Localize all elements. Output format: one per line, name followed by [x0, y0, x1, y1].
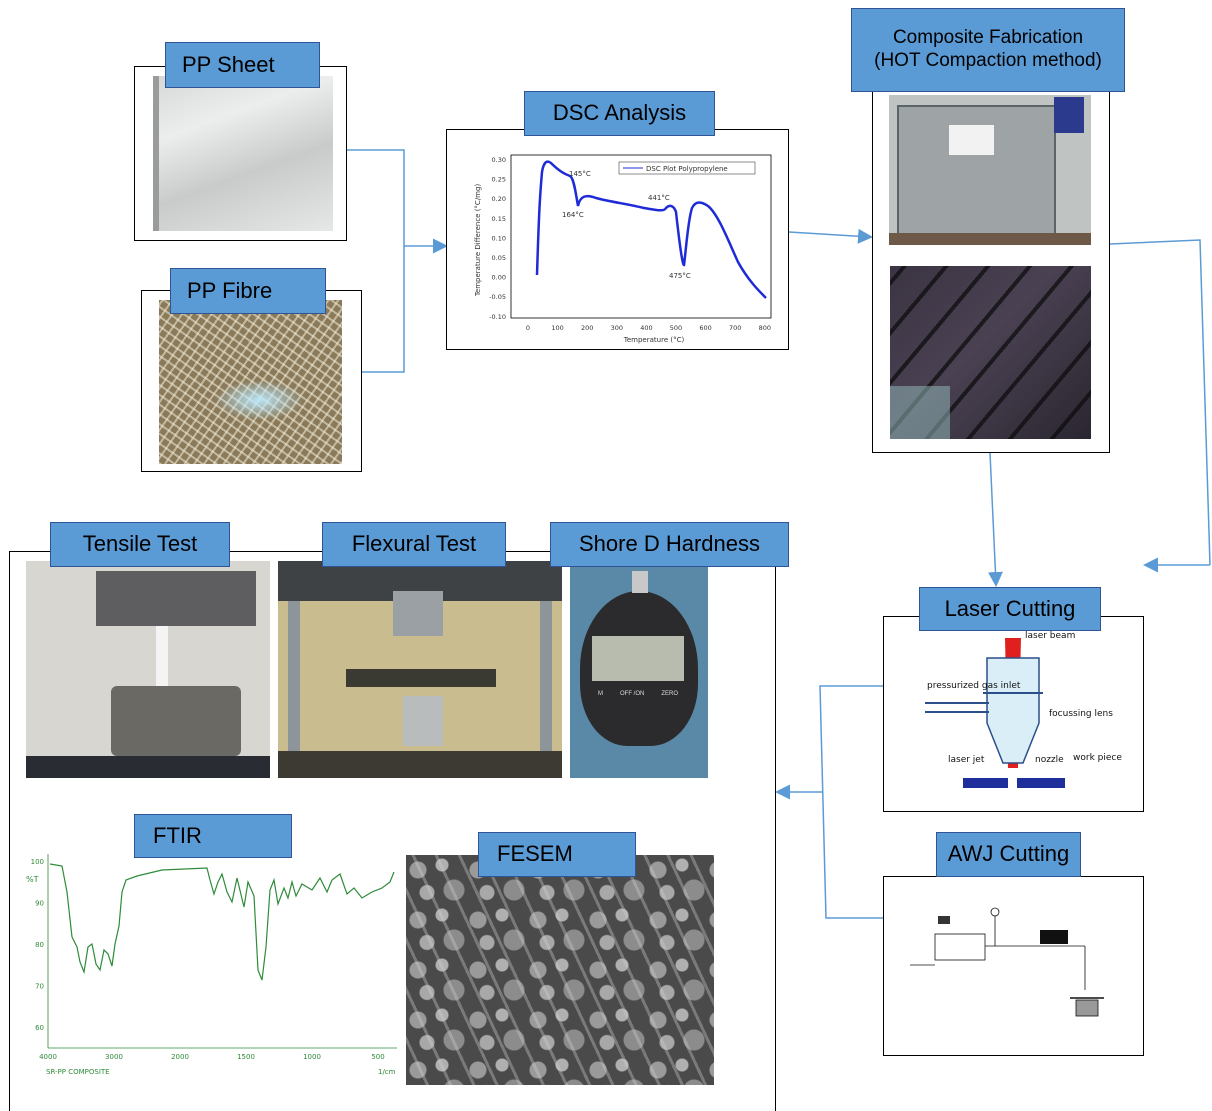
laser-label-beam: laser beam [1025, 631, 1075, 641]
dsc-x-tick: 400 [640, 324, 652, 332]
fabrication-to-laser-arrow [987, 452, 1003, 587]
fabrication-label: Composite Fabrication (HOT Compaction me… [851, 8, 1125, 92]
laser-label-workpiece: work piece [1073, 753, 1122, 763]
dsc-legend-label: DSC Plot Polypropylene [646, 165, 728, 173]
dsc-y-tick: 0.05 [492, 254, 506, 262]
ftir-x-tick: 1500 [237, 1053, 255, 1061]
shore-d-hardness-photo: M OFF /ON ZERO [570, 561, 708, 778]
hardness-button-zero: ZERO [661, 691, 678, 697]
ftir-y-tick: 100 [31, 858, 44, 866]
dsc-x-tick: 800 [759, 324, 771, 332]
fesem-label: FESEM [478, 832, 636, 877]
awj-schematic [910, 907, 1104, 1017]
laser-label-nozzle: nozzle [1035, 755, 1064, 765]
hot-press-oven-photo [889, 95, 1091, 245]
dsc-annotation-164: 164°C [562, 211, 584, 219]
ftir-x-tick: 3000 [105, 1053, 123, 1061]
dsc-y-tick: 0.20 [492, 195, 506, 203]
dsc-y-axis-label: Temperature Difference (°C/mg) [474, 184, 482, 298]
laser-cutting-label: Laser Cutting [919, 587, 1101, 631]
ftir-x-tick: 1000 [303, 1053, 321, 1061]
laser-label-lens: focussing lens [1049, 709, 1113, 719]
dsc-annotation-145: 145°C [569, 170, 591, 178]
dsc-label: DSC Analysis [524, 91, 715, 136]
tensile-test-label: Tensile Test [50, 522, 230, 567]
dsc-x-tick: 600 [699, 324, 711, 332]
dsc-x-tick: 500 [670, 324, 682, 332]
shore-d-hardness-label: Shore D Hardness [550, 522, 789, 567]
dsc-y-tick: 0.15 [492, 215, 506, 223]
fabrication-label-line2: (HOT Compaction method) [874, 50, 1102, 71]
pp-fibre-photo [159, 300, 342, 464]
dsc-annotation-475: 475°C [669, 272, 691, 280]
hardness-button-onoff: OFF /ON [619, 691, 645, 697]
ftir-chart: %T 100 90 80 70 60 4000 3000 2000 1500 1000 500 1… [26, 854, 397, 1076]
dsc-x-axis-label: Temperature (°C) [623, 336, 685, 344]
dsc-x-tick: 100 [551, 324, 563, 332]
ftir-spectrum [49, 863, 395, 981]
dsc-to-fabrication-arrow [788, 228, 873, 244]
dsc-x-tick: 300 [611, 324, 623, 332]
fesem-micrograph [406, 855, 714, 1085]
pp-sheet-label: PP Sheet [165, 42, 320, 88]
ftir-x-unit: 1/cm [378, 1068, 396, 1076]
flexural-test-photo [278, 561, 562, 778]
ftir-x-tick: 500 [371, 1053, 384, 1061]
ftir-y-tick: 70 [35, 983, 44, 991]
ftir-label: FTIR [134, 814, 292, 858]
dsc-y-tick: 0.00 [492, 274, 506, 282]
fabrication-to-awj-line [1109, 239, 1211, 566]
laser-cutting-diagram: laser beam pressurized gas inlet focussi… [925, 631, 1122, 788]
dsc-annotation-441: 441°C [648, 194, 670, 202]
ftir-y-tick: 60 [35, 1024, 44, 1032]
laser-label-jet: laser jet [948, 755, 985, 765]
ftir-y-tick: 80 [35, 941, 44, 949]
fabrication-label-line1: Composite Fabrication [892, 27, 1084, 49]
awj-frame [883, 876, 1144, 1056]
pp-sheet-photo [153, 76, 333, 231]
dsc-y-tick: -0.05 [489, 293, 506, 301]
dsc-y-tick: 0.30 [492, 156, 506, 164]
laser-label-gas-inlet: pressurized gas inlet [927, 681, 1021, 691]
dsc-y-tick: 0.10 [492, 234, 506, 242]
dsc-y-tick: 0.25 [492, 176, 506, 184]
hardness-button-m: M [598, 691, 603, 697]
laser-to-tests-line [819, 685, 893, 919]
awj-cutting-label: AWJ Cutting [936, 832, 1081, 877]
dsc-x-tick: 0 [526, 324, 530, 332]
ftir-x-tick: 4000 [39, 1053, 57, 1061]
ftir-x-tick: 2000 [171, 1053, 189, 1061]
ftir-y-tick: 90 [35, 900, 44, 908]
dsc-y-tick: -0.10 [489, 313, 506, 321]
ftir-y-axis-label: %T [26, 875, 39, 884]
tensile-test-photo [26, 561, 270, 778]
flexural-test-label: Flexural Test [322, 522, 506, 567]
compacted-sheet-photo [890, 266, 1091, 439]
dsc-curve [535, 160, 767, 299]
sheet-to-merge-line [347, 149, 405, 373]
pp-fibre-label: PP Fibre [170, 268, 326, 314]
ftir-sample-name: SR-PP COMPOSITE [46, 1068, 110, 1076]
dsc-x-tick: 200 [581, 324, 593, 332]
dsc-chart: 0.30 0.25 0.20 0.15 0.10 0.05 0.00 -0.05 -0.10 0… [474, 154, 772, 344]
dsc-x-tick: 700 [729, 324, 741, 332]
